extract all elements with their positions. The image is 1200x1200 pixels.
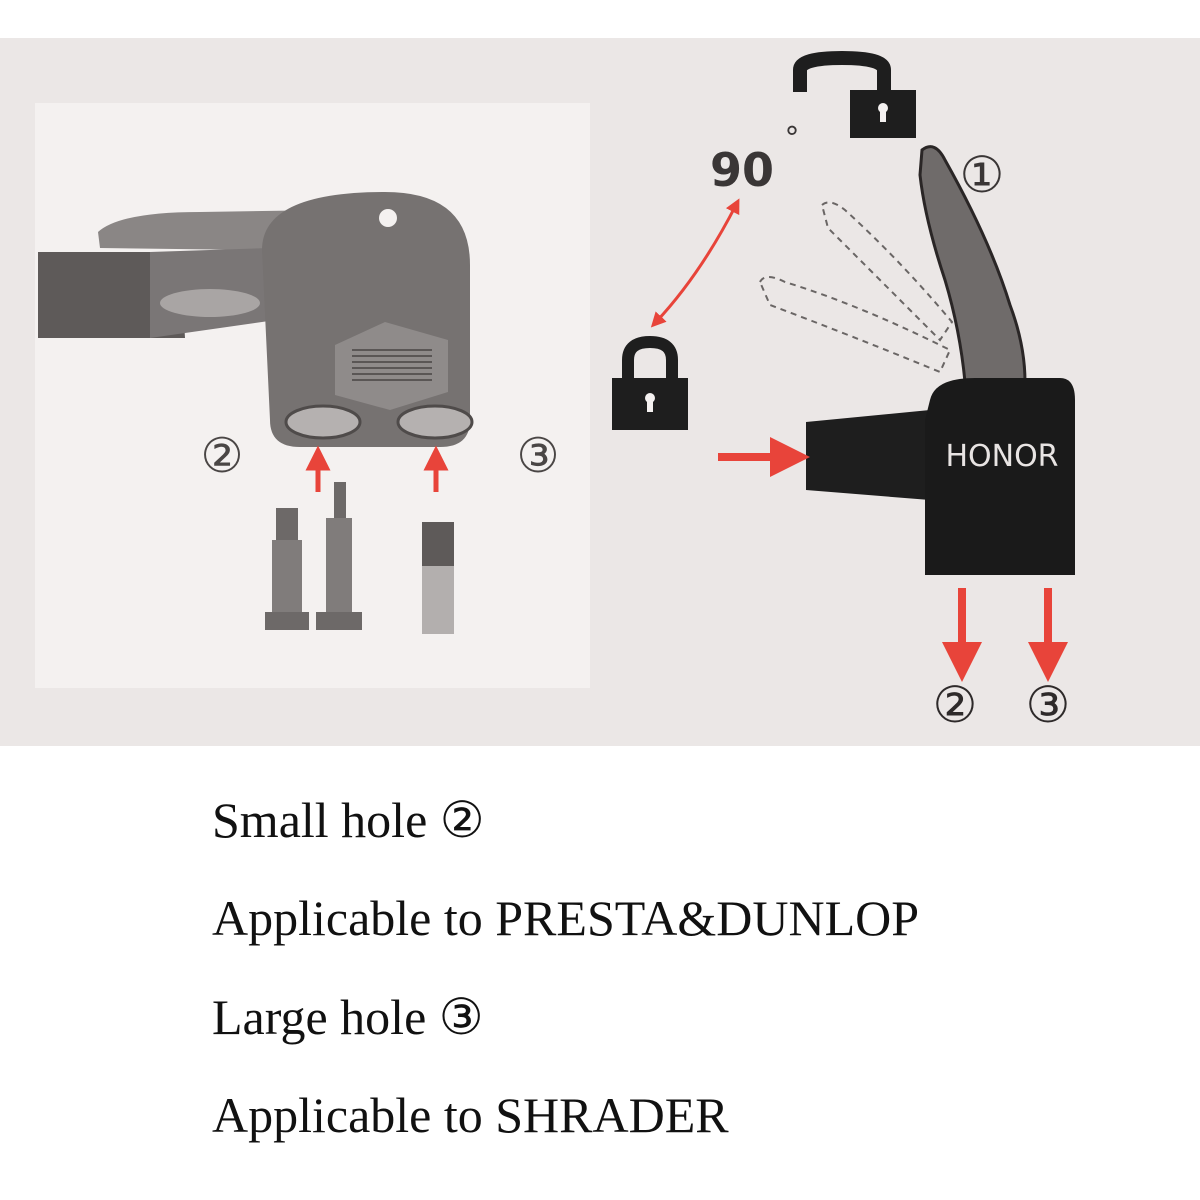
head-inlet [806,410,930,500]
head-label-lines [352,349,432,381]
caption-small-hole: Small hole ② [212,792,485,848]
brand-label: HONOR [945,439,1058,474]
small-hole-number: ② [200,428,243,484]
head-label-plate [335,322,448,410]
lever-number: ① [960,146,1005,204]
pump-head-closeup [38,192,474,447]
pump-head-diagram: ② ③ 90 ° ① HONOR ② [0,38,1200,746]
lever-dashed-1 [820,201,954,342]
degree-symbol: ° [785,121,800,156]
out-small-number: ② [933,676,978,734]
large-hole-number: ③ [516,428,559,484]
schrader-valve [422,522,454,634]
large-hole [396,404,474,440]
small-hole [284,404,362,440]
hose [38,252,185,338]
locked-padlock-icon [612,335,688,430]
angle-label: 90 [710,143,774,197]
out-large-number: ③ [1026,676,1071,734]
dunlop-valve [316,482,362,630]
unlocked-padlock-icon [793,50,916,138]
caption-large-hole: Large hole ③ [212,989,484,1045]
presta-valve [265,508,309,630]
caption-presta-dunlop: Applicable to PRESTA&DUNLOP [212,890,920,946]
rotation-arrow [650,198,740,328]
caption-shrader: Applicable to SHRADER [212,1087,729,1143]
honor-head-body [925,378,1075,575]
lever-up [918,145,1027,384]
lever-dashed-2 [758,276,952,374]
